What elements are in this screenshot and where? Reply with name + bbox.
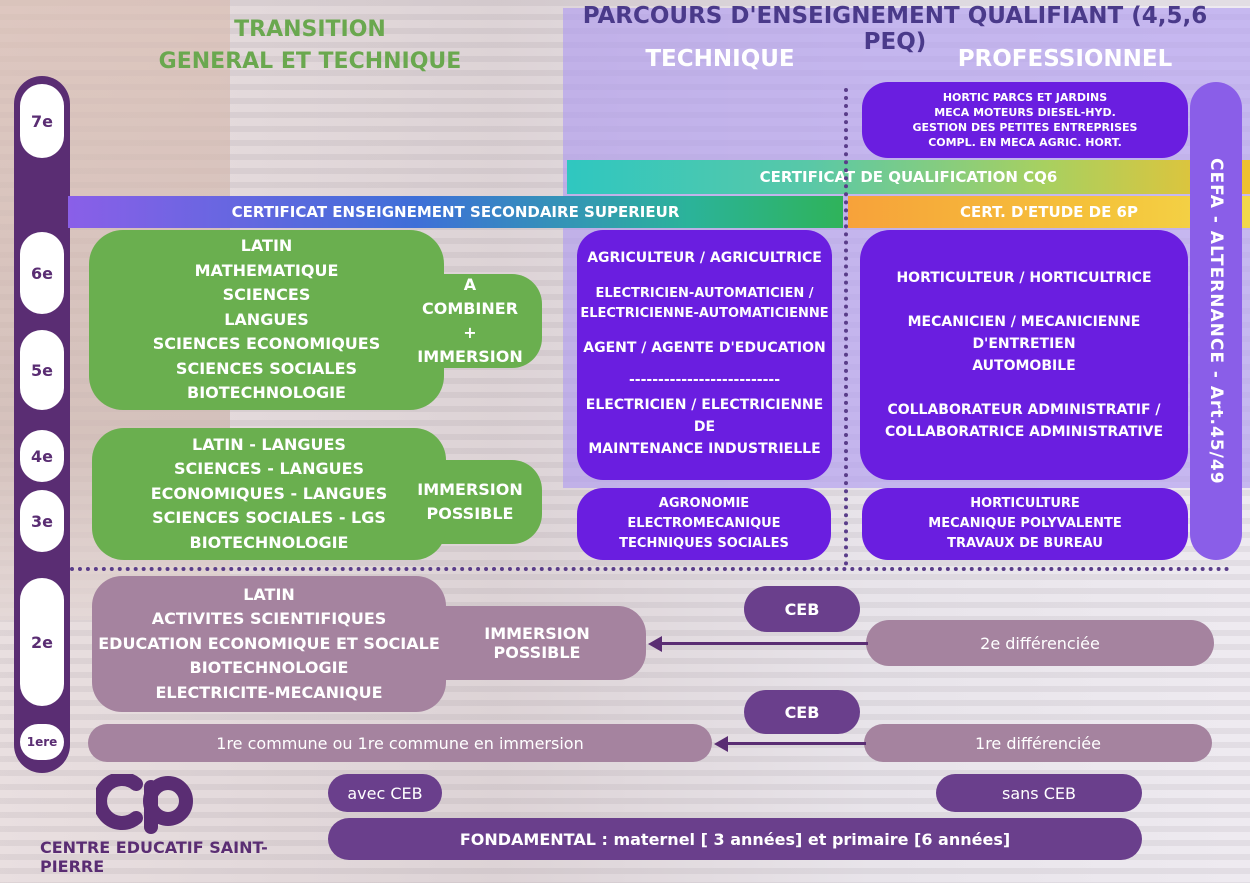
arrow-1re-head-icon [714,736,728,752]
subject: SCIENCES ECONOMIQUES [152,334,381,354]
option: HORTICULTURE [970,496,1080,511]
cq6-strip: CERTIFICAT DE QUALIFICATION CQ6 [567,160,1250,194]
subject: SCIENCES - LANGUES [173,459,365,479]
transition-line-2: GENERAL ET TECHNIQUE [158,49,462,74]
grade-3e: 3e [20,490,64,552]
fondamental-bar: FONDAMENTAL : maternel [ 3 années] et pr… [328,818,1142,860]
side-line: IMMERSION [417,480,523,499]
subject: BIOTECHNOLOGIE [189,658,349,678]
cefa-bar: CEFA - ALTERNANCE - Art.45/49 [1190,82,1242,560]
arrow-2e-head-icon [648,636,662,652]
subject: LATIN [243,584,295,604]
avec-ceb-label: avec CEB [347,783,423,803]
option: AGRICULTEUR / AGRICULTRICE [587,250,822,266]
professionnel-heading: PROFESSIONNEL [957,46,1173,72]
cefa-label: CEFA - ALTERNANCE - Art.45/49 [1206,157,1226,485]
second-differenciee: 2e différenciée [866,620,1214,666]
first-commune-label: 1re commune ou 1re commune en immersion [216,733,584,753]
cp-logo-icon [93,772,193,834]
option: TECHNIQUES SOCIALES [619,536,789,551]
subject: BIOTECHNOLOGIE [189,532,349,552]
option: ELECTRICIEN-AUTOMATICIEN / [595,286,814,301]
upper-lower-divider [70,567,1230,571]
subject: ACTIVITES SCIENTIFIQUES [151,609,387,629]
seventh-option: COMPL. EN MECA AGRIC. HORT. [928,136,1122,149]
avec-ceb: avec CEB [328,774,442,812]
cert6p-strip: CERT. D'ETUDE DE 6P [848,196,1250,228]
side-line: POSSIBLE [426,504,514,523]
arrow-1re-line [728,742,866,745]
grade-5e: 5e [20,330,64,410]
sans-ceb: sans CEB [936,774,1142,812]
school-logo [93,772,196,836]
seventh-option: HORTIC PARCS ET JARDINS [942,91,1108,104]
ceb-badge-1re: CEB [744,690,860,734]
grade-2e: 2e [20,578,64,706]
seventh-year-box: HORTIC PARCS ET JARDINS MECA MOTEURS DIE… [862,82,1188,158]
technique-professionnel-divider [844,88,848,566]
professionnel-lower-box: HORTICULTURE MECANIQUE POLYVALENTE TRAVA… [862,488,1188,560]
option: COLLABORATRICE ADMINISTRATIVE [884,424,1164,440]
technique-lower-box: AGRONOMIE ELECTROMECANIQUE TECHNIQUES SO… [577,488,831,560]
general-lower-box: LATIN - LANGUES SCIENCES - LANGUES ECONO… [92,428,446,560]
second-year-box: LATIN ACTIVITES SCIENTIFIQUES EDUCATION … [92,576,446,712]
cess-strip: CERTIFICAT ENSEIGNEMENT SECONDAIRE SUPER… [68,196,843,228]
separator: -------------------------- [628,372,781,388]
technique-heading: TECHNIQUE [645,46,795,72]
option: ELECTROMECANIQUE [627,516,781,531]
subject: ELECTRICITE-MECANIQUE [155,682,383,702]
subject: SCIENCES SOCIALES [175,358,358,378]
grade-1ere: 1ere [20,724,64,760]
subject: SCIENCES [222,285,311,305]
grade-6e: 6e [20,232,64,314]
option: AGRONOMIE [658,496,750,511]
peq-title: PARCOURS D'ENSEIGNEMENT QUALIFIANT (4,5,… [582,3,1208,55]
side-line: IMMERSION [417,347,523,366]
option: COLLABORATEUR ADMINISTRATIF / [887,402,1161,418]
option: AUTOMOBILE [972,358,1076,374]
option: HORTICULTEUR / HORTICULTRICE [896,270,1152,286]
seventh-option: GESTION DES PETITES ENTREPRISES [912,121,1138,134]
subject: MATHEMATIQUE [194,260,339,280]
subject: EDUCATION ECONOMIQUE ET SOCIALE [98,633,440,653]
option: TRAVAUX DE BUREAU [947,536,1103,551]
general-upper-side-text: A COMBINER + IMMERSION [414,275,526,366]
arrow-2e-line [662,642,868,645]
school-name: CENTRE EDUCATIF SAINT-PIERRE [40,838,268,876]
option: MECANIQUE POLYVALENTE [928,516,1122,531]
first-commune: 1re commune ou 1re commune en immersion [88,724,712,762]
first-differenciee: 1re différenciée [864,724,1212,762]
general-lower-side-text: IMMERSION POSSIBLE [414,474,526,530]
subject: LANGUES [224,309,309,329]
first-differenciee-label: 1re différenciée [975,733,1101,753]
subject: LATIN [240,236,293,256]
professionnel-upper-box: HORTICULTEUR / HORTICULTRICE MECANICIEN … [860,230,1188,480]
sans-ceb-label: sans CEB [1002,783,1076,803]
option: ELECTRICIEN / ELECTRICIENNE DE [585,397,824,435]
transition-heading: TRANSITION GENERAL ET TECHNIQUE [150,14,470,78]
subject: SCIENCES SOCIALES - LGS [152,508,386,528]
subject: ECONOMIQUES - LANGUES [150,483,388,503]
option: ELECTRICIENNE-AUTOMATICIENNE [580,306,829,321]
option: AGENT / AGENTE D'EDUCATION [583,340,826,356]
grade-7e: 7e [20,84,64,158]
grade-4e: 4e [20,430,64,482]
second-differenciee-label: 2e différenciée [980,633,1100,653]
option: MAINTENANCE INDUSTRIELLE [588,441,821,457]
technique-upper-box: AGRICULTEUR / AGRICULTRICE ELECTRICIEN-A… [577,230,832,480]
second-year-immersion: IMMERSION POSSIBLE [484,624,590,662]
subject: LATIN - LANGUES [192,434,346,454]
option: MECANICIEN / MECANICIENNE D'ENTRETIEN [907,314,1141,352]
general-upper-box: LATIN MATHEMATIQUE SCIENCES LANGUES SCIE… [89,230,444,410]
transition-line-1: TRANSITION [234,17,386,42]
side-line: + [463,323,477,342]
side-line: A COMBINER [421,275,519,318]
ceb-badge-2e: CEB [744,586,860,632]
subject: BIOTECHNOLOGIE [187,383,346,403]
seventh-option: MECA MOTEURS DIESEL-HYD. [934,106,1116,119]
